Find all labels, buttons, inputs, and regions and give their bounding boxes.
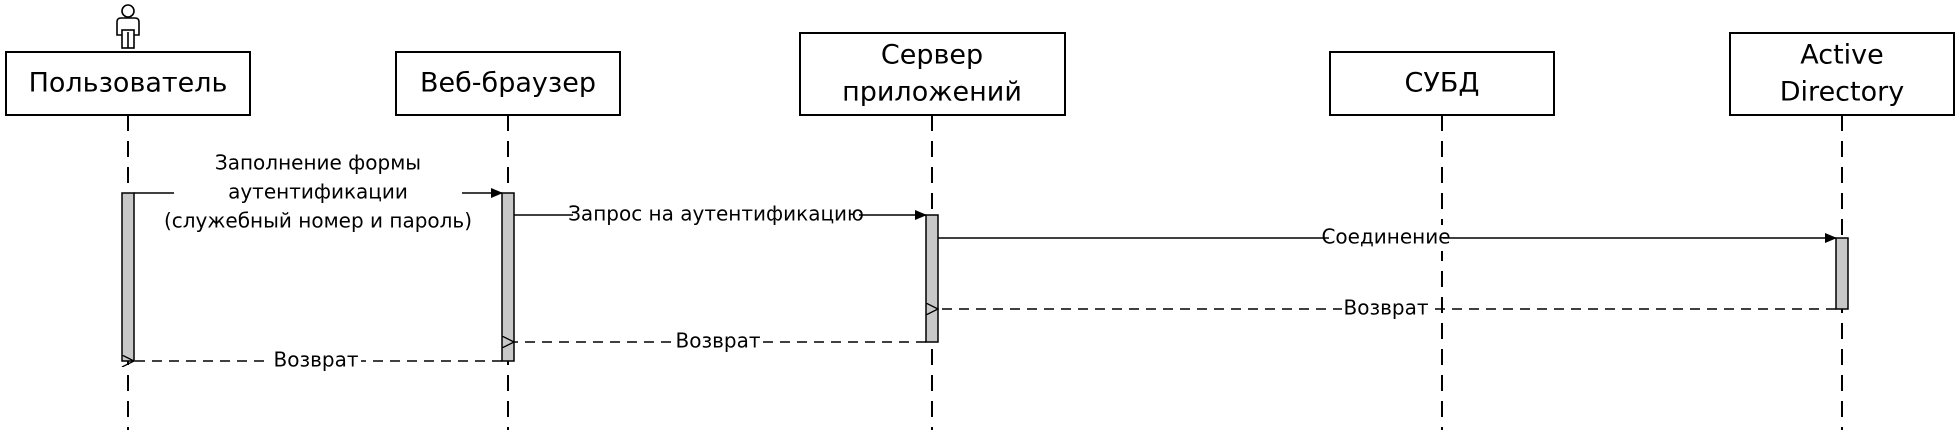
participant-ad-label-line1: Active <box>1800 40 1884 71</box>
participant-ad: Active Directory <box>1729 32 1955 116</box>
actor-icon <box>116 4 140 49</box>
message-return-app: Возврат <box>514 329 926 356</box>
message-connect-label: Соединение <box>1321 225 1450 249</box>
participant-dbms: СУБД <box>1329 51 1555 116</box>
message-fill-form-label-line2: аутентификации <box>228 180 408 204</box>
participant-browser-label: Веб-браузер <box>420 68 596 99</box>
message-auth-request: Запрос на аутентификацию <box>514 202 927 228</box>
participant-appserver-label-line1: Сервер <box>881 40 983 71</box>
message-connect: Соединение <box>938 225 1837 251</box>
message-return-ad: Возврат <box>938 296 1836 323</box>
activation-browser <box>501 192 515 362</box>
participant-appserver-label-line2: приложений <box>842 77 1022 108</box>
message-return-browser-label: Возврат <box>274 348 359 372</box>
message-fill-form-label-line1: Заполнение формы <box>215 151 421 175</box>
participant-dbms-label: СУБД <box>1405 68 1480 99</box>
participant-user: Пользователь <box>5 51 251 116</box>
participant-browser: Веб-браузер <box>395 51 621 116</box>
activation-user <box>121 192 135 362</box>
message-fill-form: Заполнение формы аутентификации (служебн… <box>134 151 503 233</box>
activation-ad <box>1835 237 1849 310</box>
message-fill-form-label-line3: (служебный номер и пароль) <box>164 209 472 233</box>
participant-ad-label-line2: Directory <box>1780 77 1904 108</box>
message-return-browser: Возврат <box>134 348 502 375</box>
message-return-app-label: Возврат <box>676 329 761 353</box>
activation-appserver <box>925 214 939 343</box>
participant-user-label: Пользователь <box>29 68 228 99</box>
participant-appserver: Сервер приложений <box>799 32 1066 116</box>
message-return-ad-label: Возврат <box>1344 296 1429 320</box>
message-auth-request-label: Запрос на аутентификацию <box>568 202 864 226</box>
